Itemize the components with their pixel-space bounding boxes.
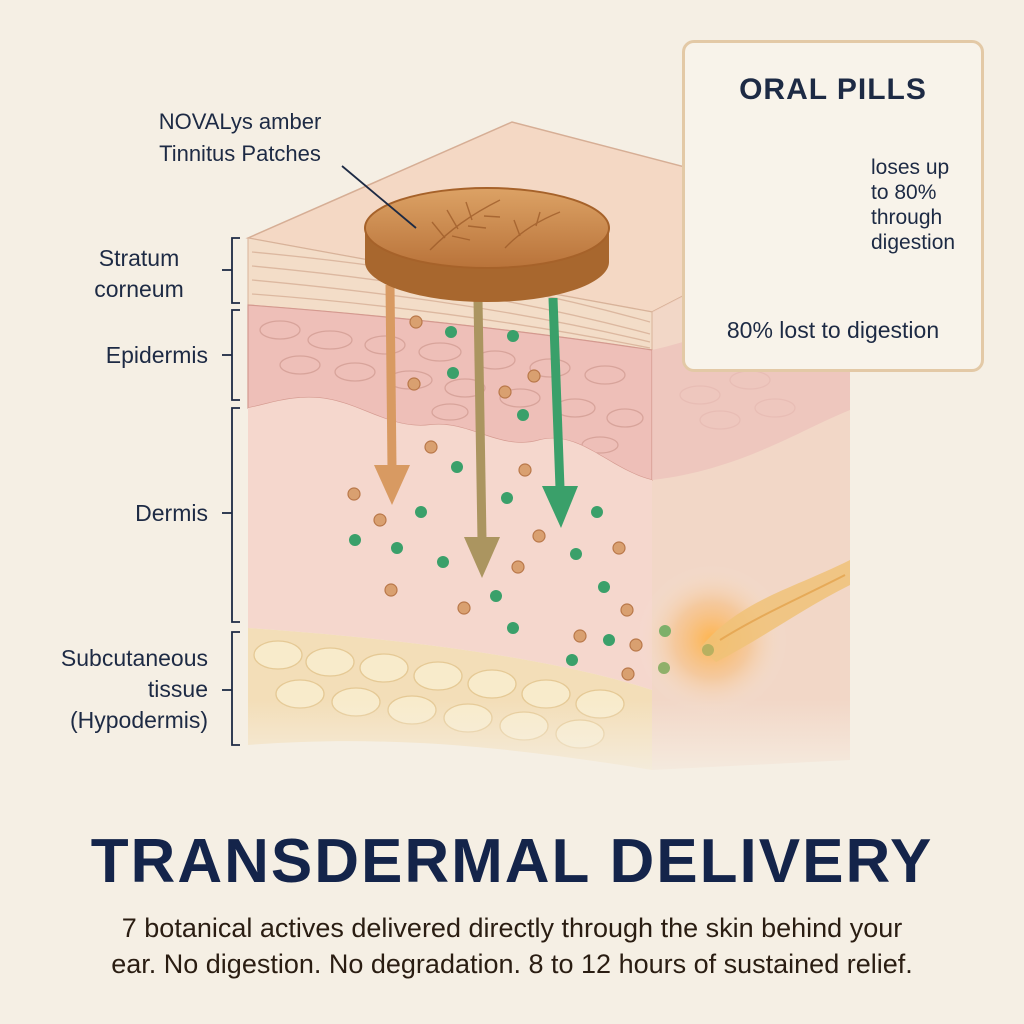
arrow-amber — [385, 284, 397, 469]
green-particles — [349, 326, 714, 674]
oral-pills-inset: ORAL PILLS loses up to 80% through diges… — [682, 40, 984, 372]
oral-pills-note: loses up to 80% through digestion — [871, 156, 956, 254]
layer-brackets — [222, 237, 240, 746]
label-subcutaneous: Subcutaneous tissue (Hypodermis) — [60, 645, 208, 733]
headline: TRANSDERMAL DELIVERY — [90, 827, 934, 896]
tinnitus-patch — [364, 187, 610, 302]
arrow-green — [548, 297, 565, 489]
subtitle: 7 botanical actives delivered directly t… — [111, 913, 913, 979]
arrow-olive — [473, 299, 487, 541]
oral-pills-footer: 80% lost to digestion — [726, 317, 940, 343]
auditory-nerve — [700, 560, 850, 662]
layer-dermis — [248, 397, 652, 690]
patch-leader-line — [341, 165, 417, 229]
amber-particles — [347, 315, 643, 681]
patch-label: NOVALys amber Tinnitus Patches — [158, 109, 322, 166]
label-dermis: Dermis — [135, 500, 208, 526]
label-epidermis: Epidermis — [105, 342, 208, 368]
label-stratum-corneum: Stratum corneum — [94, 245, 184, 302]
delivery-arrows — [374, 284, 578, 578]
oral-pills-title: ORAL PILLS — [739, 73, 927, 106]
bottom-fade — [240, 700, 860, 790]
